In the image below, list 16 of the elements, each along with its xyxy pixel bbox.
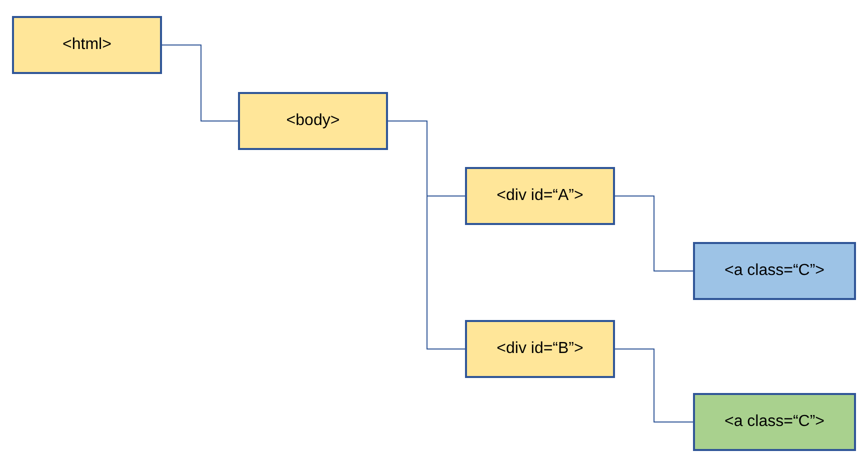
tree-node-box	[465, 320, 615, 378]
node-label: <body>	[286, 112, 340, 130]
tree-node-box	[693, 393, 856, 451]
node-label: <div id=“B”>	[496, 340, 584, 358]
node-label: <a class=“C”>	[724, 413, 825, 431]
node-label: <div id=“A”>	[496, 187, 584, 205]
tree-node-box	[465, 167, 615, 225]
connector-line	[614, 196, 694, 272]
tree-node-box	[12, 16, 162, 74]
connector-line	[388, 120, 466, 350]
node-label: <html>	[62, 36, 112, 54]
tree-node-box	[238, 92, 388, 150]
tree-node-box	[693, 242, 856, 300]
connector-line	[162, 44, 238, 122]
node-label: <a class=“C”>	[724, 262, 825, 280]
connector-line	[614, 348, 694, 422]
